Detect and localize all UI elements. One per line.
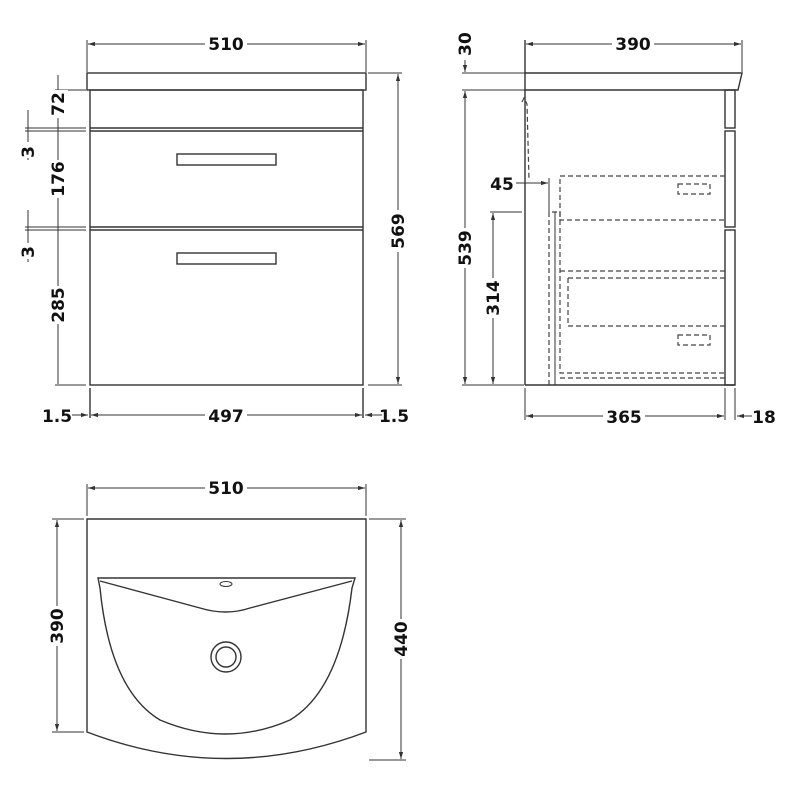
basin-outline-plan — [86, 518, 367, 760]
left-offset-label: 1.5 — [42, 407, 72, 427]
carcass-width-label: 497 — [208, 407, 244, 427]
gap-top-label: 3 — [19, 146, 39, 158]
front-width-label: 510 — [208, 35, 244, 55]
front-height-label: 569 — [389, 213, 409, 249]
top-drawer-handle — [176, 153, 277, 166]
basin-thickness-label: 30 — [456, 32, 476, 56]
bottom-drawer-handle — [176, 252, 277, 265]
plan-width-label: 510 — [208, 479, 244, 499]
carcass-front — [89, 89, 364, 386]
bowl-front-edge — [99, 580, 353, 613]
waste-outer-icon — [210, 641, 242, 673]
tap-hole — [219, 581, 233, 587]
bottom-drawer-label: 285 — [49, 287, 69, 323]
door-thickness-label: 18 — [752, 408, 776, 428]
waste-inner-icon — [215, 646, 237, 668]
side-depth-label: 390 — [615, 35, 651, 55]
front-view: 510 569 72 3 176 3 285 497 1. — [18, 32, 409, 427]
drawer-internal-label: 314 — [484, 280, 504, 316]
plan-centre-depth-label: 440 — [392, 621, 412, 657]
basin-lip-label: 72 — [49, 92, 69, 116]
basin-top-side — [525, 72, 743, 91]
plan-side-depth-label: 390 — [48, 608, 68, 644]
gap-bottom-label: 3 — [19, 246, 39, 258]
carcass-height-label: 539 — [456, 230, 476, 266]
side-view: 390 30 539 314 45 365 18 — [455, 32, 776, 428]
plan-view: 510 390 440 — [47, 476, 412, 761]
wall-gap-label: 45 — [490, 175, 514, 195]
top-drawer-label: 176 — [49, 161, 69, 197]
basin-top-front — [86, 72, 367, 91]
carcass-depth-label: 365 — [606, 408, 642, 428]
bowl-outline — [97, 577, 356, 735]
right-offset-label: 1.5 — [379, 407, 409, 427]
